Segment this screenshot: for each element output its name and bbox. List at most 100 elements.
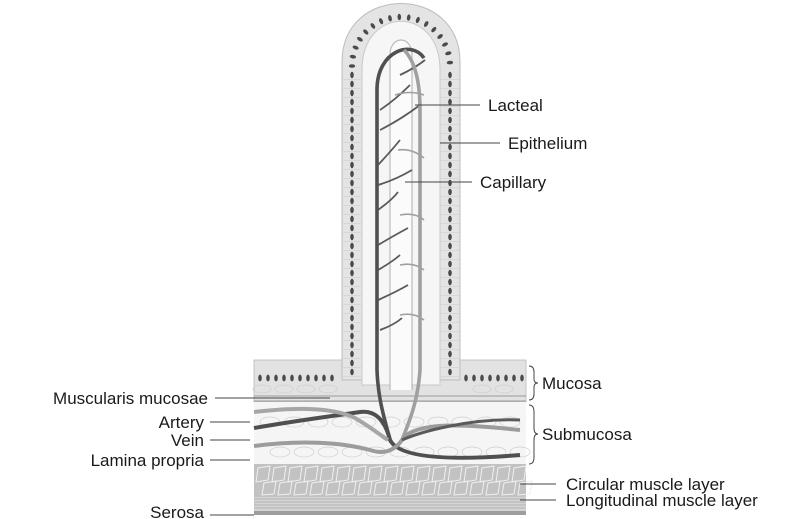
label-capillary: Capillary [480,173,547,192]
nucleus [350,261,354,267]
nucleus [512,375,516,382]
nucleus [448,234,452,240]
nucleus [448,261,452,267]
nucleus [448,198,452,204]
nucleus [448,315,452,321]
nucleus [350,225,354,231]
nucleus [350,351,354,357]
nucleus [350,207,354,213]
nucleus [350,198,354,204]
nucleus [266,375,270,382]
nucleus [349,64,355,68]
nucleus [448,171,452,177]
nucleus [448,207,452,213]
nucleus [350,360,354,366]
nucleus [448,135,452,141]
label-vein: Vein [171,431,204,450]
nucleus [448,153,452,159]
nucleus [448,126,452,132]
nucleus [350,342,354,348]
nucleus [350,90,354,96]
nucleus [448,90,452,96]
label-lacteal: Lacteal [488,96,543,115]
nucleus [496,375,500,382]
nucleus [314,375,318,382]
nucleus [464,375,468,382]
label-epithelium: Epithelium [508,134,587,153]
nucleus [330,375,334,382]
label-longitudinal-muscle: Longitudinal muscle layer [566,491,758,510]
nucleus [350,135,354,141]
nucleus [350,243,354,249]
nucleus [448,81,452,87]
nucleus [306,375,310,382]
nucleus [350,234,354,240]
nucleus [448,189,452,195]
nucleus [448,288,452,294]
nucleus [350,180,354,186]
nucleus [350,270,354,276]
nucleus [448,252,452,258]
nucleus [448,279,452,285]
label-lamina-propria: Lamina propria [91,451,205,470]
nucleus [448,108,452,114]
nucleus [282,375,286,382]
nucleus [448,360,452,366]
nucleus [448,72,452,78]
nucleus [350,288,354,294]
nucleus [448,216,452,222]
nucleus [448,225,452,231]
nucleus [448,351,452,357]
nucleus [290,375,294,382]
label-submucosa: Submucosa [542,425,632,444]
nucleus [350,306,354,312]
nucleus [448,117,452,123]
nucleus [350,81,354,87]
nucleus [488,375,492,382]
nucleus [350,324,354,330]
nucleus [472,375,476,382]
nucleus [350,153,354,159]
nucleus [350,171,354,177]
nucleus [350,315,354,321]
nucleus [298,375,302,382]
nucleus [448,180,452,186]
nucleus [480,375,484,382]
nucleus [520,375,524,382]
nucleus [448,162,452,168]
nucleus [448,342,452,348]
nucleus [448,243,452,249]
nucleus [350,144,354,150]
label-artery: Artery [159,413,205,432]
nucleus [350,333,354,339]
nucleus [350,117,354,123]
nucleus [350,279,354,285]
nucleus [448,270,452,276]
nucleus [504,375,508,382]
nucleus [350,252,354,258]
nucleus [350,126,354,132]
nucleus [322,375,326,382]
nucleus [448,306,452,312]
nucleus [448,99,452,105]
nucleus [350,369,354,375]
nucleus [448,144,452,150]
nucleus [350,297,354,303]
nucleus [350,162,354,168]
nucleus [350,189,354,195]
nucleus [448,324,452,330]
serosa-band [254,511,526,515]
nucleus [448,369,452,375]
label-serosa: Serosa [150,503,204,519]
label-muscularis-mucosae: Muscularis mucosae [53,389,208,408]
nucleus [448,297,452,303]
nucleus [448,333,452,339]
villus [342,4,460,441]
nucleus [350,99,354,105]
nucleus [350,216,354,222]
nucleus [274,375,278,382]
label-mucosa: Mucosa [542,374,602,393]
nucleus [350,108,354,114]
nucleus [258,375,262,382]
